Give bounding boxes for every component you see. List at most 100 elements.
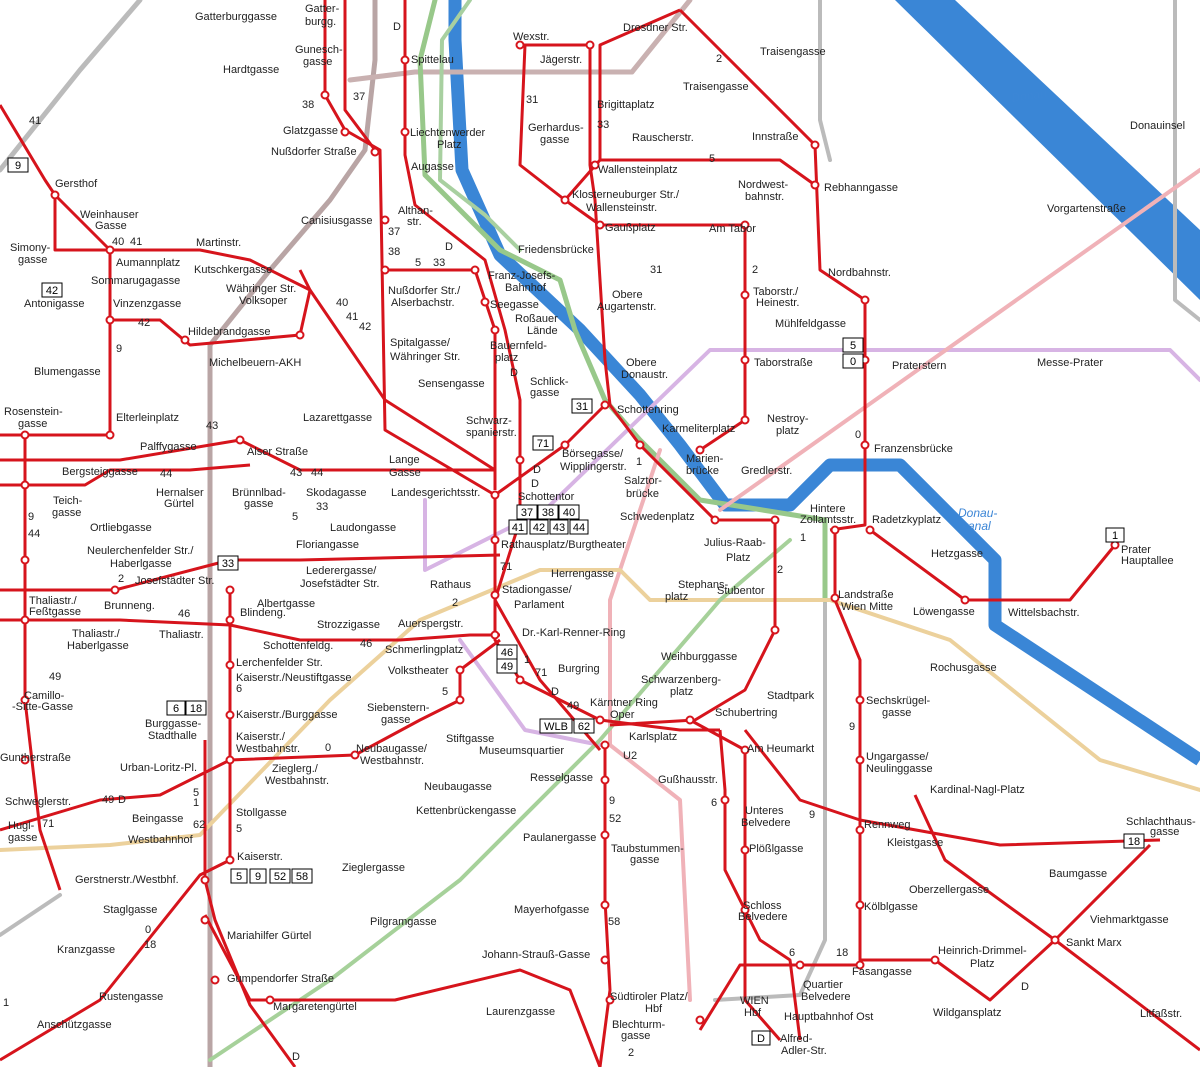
station-label[interactable]: Parlament [514, 599, 564, 611]
station-label[interactable]: Schottenfeldg. [263, 640, 333, 652]
station-label[interactable]: gasse [303, 56, 332, 68]
station-label[interactable]: gasse [18, 418, 47, 430]
station-dot[interactable] [225, 855, 235, 865]
station-label[interactable]: Josefstädter Str. [135, 575, 214, 587]
station-label[interactable]: Stadtpark [767, 690, 815, 702]
station-label[interactable]: Dresdner Str. [623, 22, 688, 34]
station-label[interactable]: platz [665, 591, 688, 603]
station-label[interactable]: Bergsteiggasse [62, 466, 138, 478]
station-label[interactable]: gasse [52, 507, 81, 519]
station-dot[interactable] [110, 585, 120, 595]
station-label[interactable]: Weihburggasse [661, 651, 737, 663]
station-dot[interactable] [320, 90, 330, 100]
station-label[interactable]: Schwarzenberg- [641, 674, 721, 686]
station-label[interactable]: Hauptbahnhof Ost [784, 1011, 873, 1023]
station-dot[interactable] [740, 745, 750, 755]
station-label[interactable]: Wildgansplatz [933, 1007, 1001, 1019]
station-dot[interactable] [740, 220, 750, 230]
station-label[interactable]: WIEN [740, 995, 769, 1007]
station-label[interactable]: Siebenstern- [367, 702, 430, 714]
station-dot[interactable] [490, 325, 500, 335]
station-label[interactable]: Litfaßstr. [1140, 1008, 1182, 1020]
station-label[interactable]: -Sitte-Gasse [12, 701, 73, 713]
station-dot[interactable] [830, 593, 840, 603]
station-dot[interactable] [695, 445, 705, 455]
station-label[interactable]: Gumpendorfer Straße [227, 973, 334, 985]
station-label[interactable]: Kölblgasse [864, 901, 918, 913]
station-label[interactable]: Zieglerg./ [272, 763, 319, 775]
station-dot[interactable] [455, 695, 465, 705]
station-label[interactable]: Paulanergasse [523, 832, 596, 844]
station-label[interactable]: gasse [8, 832, 37, 844]
station-label[interactable]: Oper [610, 709, 635, 721]
station-label[interactable]: Brunneng. [104, 600, 155, 612]
station-label[interactable]: Nestroy- [767, 413, 809, 425]
station-dot[interactable] [740, 415, 750, 425]
station-label[interactable]: Adler-Str. [781, 1045, 827, 1057]
station-dot[interactable] [225, 755, 235, 765]
station-label[interactable]: Elterleinplatz [116, 412, 179, 424]
station-dot[interactable] [830, 525, 840, 535]
station-label[interactable]: Kardinal-Nagl-Platz [930, 784, 1025, 796]
station-label[interactable]: Unteres [745, 805, 784, 817]
station-label[interactable]: gasse [882, 707, 911, 719]
station-dot[interactable] [20, 555, 30, 565]
station-label[interactable]: Staglgasse [103, 904, 157, 916]
station-label[interactable]: Belvedere [738, 911, 788, 923]
station-dot[interactable] [515, 455, 525, 465]
station-label[interactable]: Hbf [744, 1007, 762, 1019]
station-dot[interactable] [855, 695, 865, 705]
station-label[interactable]: Obere [612, 289, 643, 301]
station-label[interactable]: Michelbeuern-AKH [209, 357, 301, 369]
station-label[interactable]: Brünnlbad- [232, 487, 286, 499]
station-label[interactable]: Innstraße [752, 131, 798, 143]
station-label[interactable]: Viehmarktgasse [1090, 914, 1169, 926]
station-label[interactable]: Messe-Prater [1037, 357, 1103, 369]
station-label[interactable]: platz [670, 686, 693, 698]
station-label[interactable]: brücke [686, 465, 719, 477]
station-label[interactable]: Camillo- [24, 690, 65, 702]
station-label[interactable]: Roßauer [515, 313, 558, 325]
station-label[interactable]: Gersthof [55, 178, 98, 190]
station-label[interactable]: Pilgramgasse [370, 916, 437, 928]
station-dot[interactable] [200, 915, 210, 925]
station-label[interactable]: Kutschkergasse [194, 264, 272, 276]
station-label[interactable]: Donaustr. [621, 369, 668, 381]
station-label[interactable]: U2 [623, 750, 637, 762]
station-dot[interactable] [400, 127, 410, 137]
station-label[interactable]: Am Heumarkt [747, 743, 814, 755]
station-dot[interactable] [590, 160, 600, 170]
station-dot[interactable] [930, 955, 940, 965]
station-label[interactable]: Westbahnstr. [236, 743, 300, 755]
station-dot[interactable] [490, 590, 500, 600]
station-label[interactable]: Traisengasse [760, 46, 826, 58]
station-dot[interactable] [20, 480, 30, 490]
station-label[interactable]: Bahnhof [505, 282, 547, 294]
station-label[interactable]: Prater [1121, 544, 1151, 556]
station-label[interactable]: Traisengasse [683, 81, 749, 93]
station-dot[interactable] [770, 515, 780, 525]
station-dot[interactable] [340, 127, 350, 137]
station-dot[interactable] [225, 660, 235, 670]
station-label[interactable]: Kaiserstr. [237, 851, 283, 863]
station-dot[interactable] [235, 435, 245, 445]
station-label[interactable]: Platz [970, 958, 994, 970]
station-dot[interactable] [180, 335, 190, 345]
station-dot[interactable] [515, 40, 525, 50]
station-dot[interactable] [225, 710, 235, 720]
station-dot[interactable] [855, 960, 865, 970]
station-label[interactable]: Börsegasse/ [562, 448, 624, 460]
station-dot[interactable] [740, 355, 750, 365]
station-label[interactable]: Marien- [686, 453, 724, 465]
station-label[interactable]: Wipplingerstr. [560, 461, 627, 473]
station-label[interactable]: Weinhauser [80, 209, 139, 221]
station-label[interactable]: Margaretengürtel [273, 1001, 357, 1013]
station-label[interactable]: Martinstr. [196, 237, 241, 249]
station-label[interactable]: Rathaus [430, 579, 471, 591]
station-dot[interactable] [710, 515, 720, 525]
station-label[interactable]: Hauptallee [1121, 555, 1174, 567]
station-label[interactable]: Neulinggasse [866, 763, 933, 775]
station-label[interactable]: Ungargasse/ [866, 751, 929, 763]
station-label[interactable]: Rosenstein- [4, 406, 63, 418]
station-dot[interactable] [810, 180, 820, 190]
